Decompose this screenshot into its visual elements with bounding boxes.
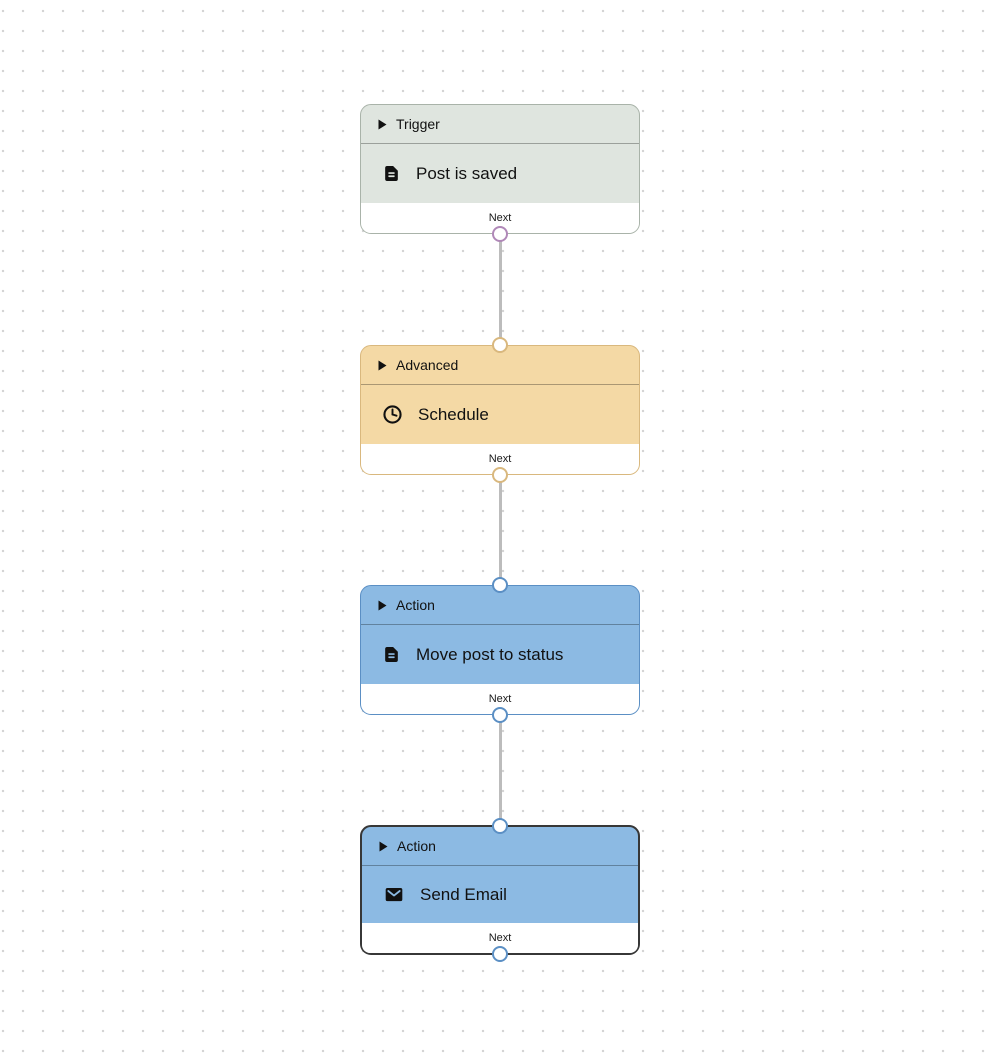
edge-advanced-to-action: [498, 475, 502, 585]
edge-action-to-send-email: [498, 715, 502, 825]
play-collapse-icon[interactable]: [379, 841, 388, 852]
play-collapse-icon[interactable]: [378, 119, 387, 130]
node-header[interactable]: Advanced: [361, 346, 639, 385]
next-label: Next: [488, 212, 512, 224]
node-title: Post is saved: [416, 163, 518, 183]
play-collapse-icon[interactable]: [378, 360, 387, 371]
node-body[interactable]: Move post to status: [361, 625, 639, 684]
node-category-label: Action: [396, 597, 435, 613]
node-title: Move post to status: [416, 644, 564, 664]
node-action-move-post[interactable]: Action Move post to status Next: [360, 577, 640, 723]
output-handle[interactable]: [492, 226, 508, 242]
node-body[interactable]: Post is saved: [361, 144, 639, 203]
document-icon: [382, 163, 401, 184]
edge-trigger-to-advanced: [498, 235, 502, 345]
input-handle[interactable]: [492, 337, 508, 353]
input-handle[interactable]: [492, 577, 508, 593]
output-handle[interactable]: [492, 946, 508, 962]
document-icon: [382, 644, 401, 665]
node-trigger[interactable]: Trigger Post is saved Next: [360, 104, 640, 242]
play-collapse-icon[interactable]: [378, 600, 387, 611]
node-category-label: Trigger: [396, 116, 440, 132]
output-handle[interactable]: [492, 707, 508, 723]
node-header[interactable]: Trigger: [361, 105, 639, 144]
node-header[interactable]: Action: [361, 586, 639, 625]
node-body[interactable]: Schedule: [361, 385, 639, 444]
next-label: Next: [488, 693, 512, 705]
node-body[interactable]: Send Email: [362, 866, 638, 923]
output-handle[interactable]: [492, 467, 508, 483]
node-category-label: Advanced: [396, 357, 459, 373]
next-label: Next: [488, 453, 512, 465]
input-handle[interactable]: [492, 818, 508, 834]
envelope-icon: [383, 884, 405, 905]
node-title: Schedule: [418, 404, 489, 424]
node-title: Send Email: [420, 884, 507, 904]
node-action-send-email[interactable]: Action Send Email Next: [360, 818, 640, 962]
next-label: Next: [488, 932, 512, 944]
node-category-label: Action: [397, 838, 436, 854]
node-advanced-schedule[interactable]: Advanced Schedule Next: [360, 337, 640, 483]
clock-icon: [382, 404, 403, 425]
node-header[interactable]: Action: [362, 827, 638, 866]
